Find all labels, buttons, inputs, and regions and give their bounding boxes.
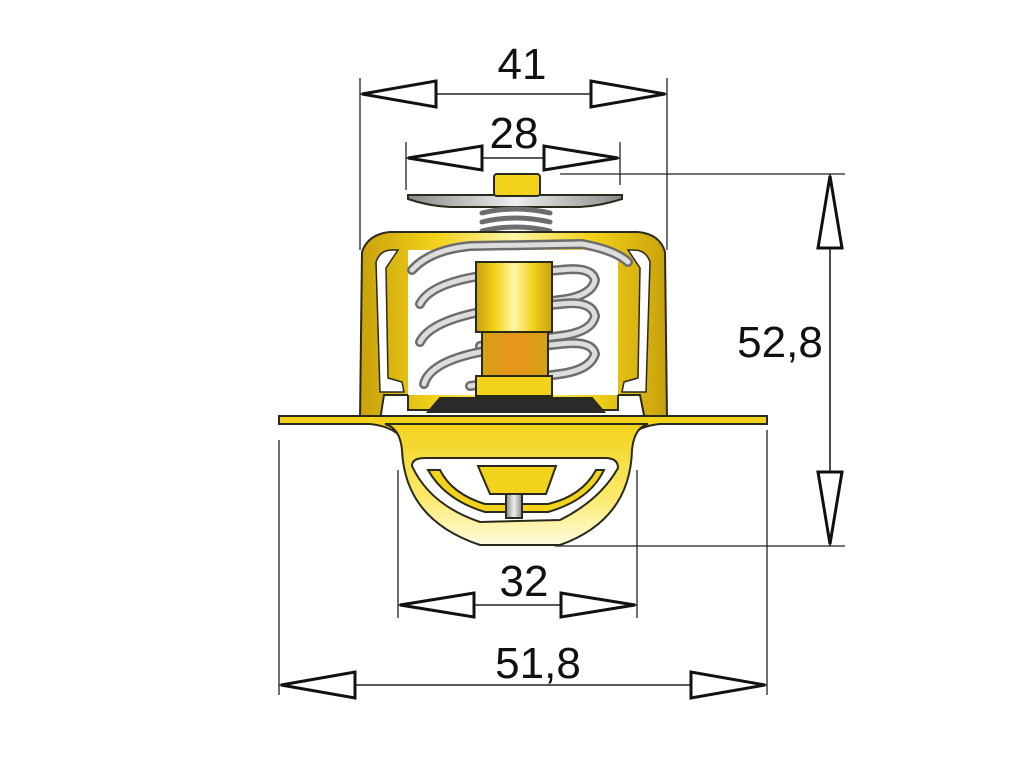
arrow-left — [399, 591, 476, 619]
lower-piston-cone — [476, 465, 558, 495]
dimension-height: 52,8 — [737, 174, 844, 546]
arrow-right — [542, 144, 619, 172]
arrow-left — [407, 144, 484, 172]
thermostat-illustration — [278, 173, 768, 546]
dimension-label-51-8: 51,8 — [495, 639, 581, 688]
dimension-top-outer: 41 — [360, 40, 667, 109]
extension-lines — [278, 78, 845, 695]
arrow-right — [589, 79, 666, 109]
cage-window-right — [621, 249, 651, 393]
cage-window-left — [375, 249, 405, 393]
wax-element — [481, 331, 549, 377]
lower-pin — [505, 493, 523, 519]
main-spring — [407, 238, 633, 391]
arrow-down — [816, 470, 844, 545]
dimension-bottom-inner: 32 — [398, 557, 637, 619]
dimension-label-41: 41 — [498, 40, 547, 89]
pin-top — [493, 173, 541, 197]
valve-disc — [407, 194, 623, 208]
arrow-left — [280, 670, 357, 700]
upper-spring — [479, 206, 553, 234]
arrow-right — [559, 591, 636, 619]
seal-plate — [425, 397, 607, 413]
arrow-left — [361, 79, 438, 109]
piston-lower — [475, 375, 553, 397]
dimension-top-inner: 28 — [406, 109, 620, 172]
dimension-flange: 51,8 — [279, 639, 767, 700]
dimension-label-32: 32 — [500, 557, 549, 606]
dimension-label-52-8: 52,8 — [737, 318, 823, 367]
arrow-right — [689, 670, 766, 700]
piston-upper — [475, 261, 553, 333]
arrow-up — [816, 175, 844, 250]
cup-inner-frame — [426, 469, 606, 513]
dimension-label-28: 28 — [490, 109, 539, 158]
